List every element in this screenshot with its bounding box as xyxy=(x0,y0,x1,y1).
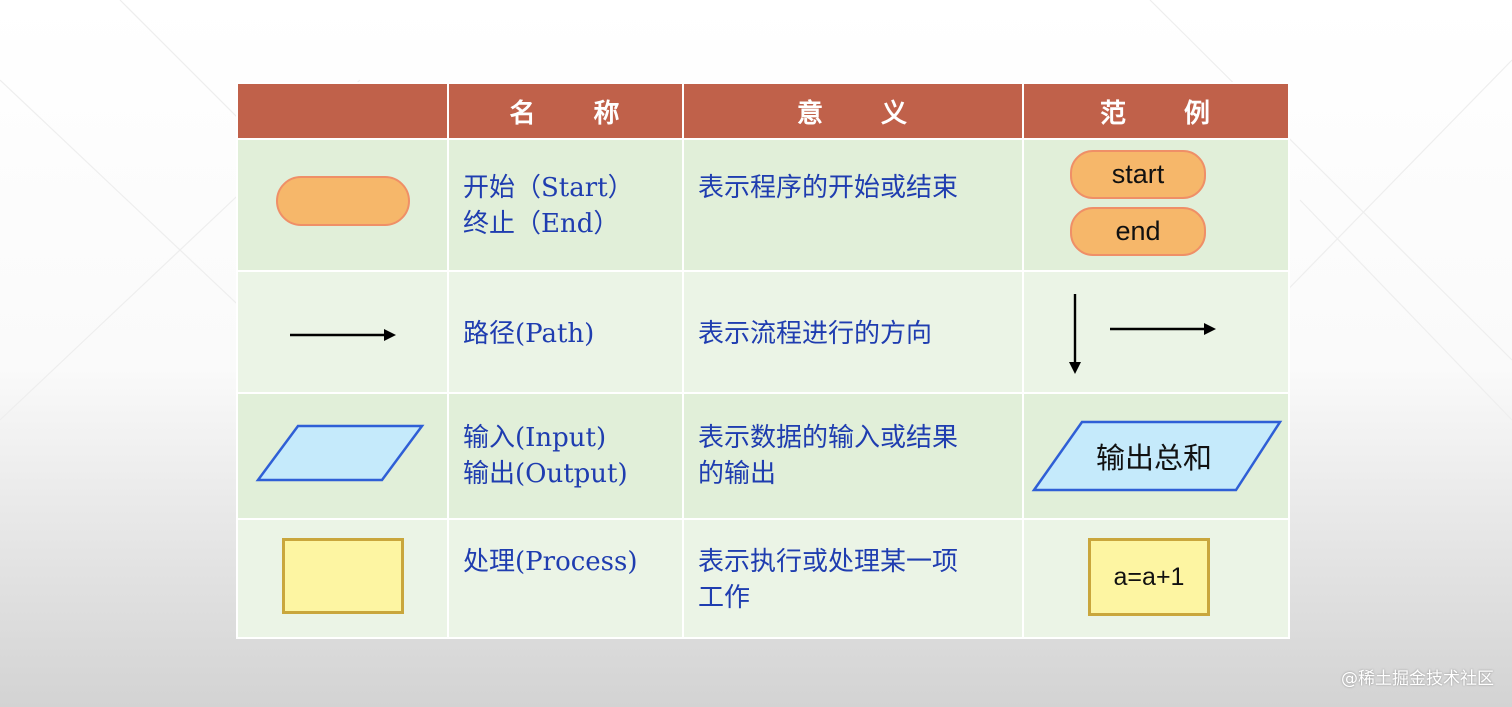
meaning-line: 的输出 xyxy=(698,459,777,489)
meaning-line: 表示程序的开始或结束 xyxy=(698,173,959,203)
header-symbol xyxy=(236,82,449,140)
symbol-legend-table: 名 称 意 义 范 例 开始（Start） 终止（End） xyxy=(236,82,1290,639)
name-line: 输出(Output) xyxy=(463,459,628,489)
name-line: 处理(Process) xyxy=(463,547,638,577)
name-cell: 处理(Process) xyxy=(447,518,684,639)
arrow-right-icon xyxy=(1110,323,1216,335)
example-io-parallelogram xyxy=(1031,420,1283,492)
symbol-cell xyxy=(236,392,449,520)
meaning-cell: 表示数据的输入或结果 的输出 xyxy=(682,392,1024,520)
example-io-label: 输出总和 xyxy=(1095,443,1212,475)
name-line: 终止（End） xyxy=(463,209,620,239)
example-cell: a=a+1 xyxy=(1022,518,1290,639)
table-row: 处理(Process) 表示执行或处理某一项 工作 a=a+1 xyxy=(236,518,1290,639)
example-start-terminator: start xyxy=(1070,150,1206,199)
meaning-cell: 表示程序的开始或结束 xyxy=(682,138,1024,272)
name-cell: 开始（Start） 终止（End） xyxy=(447,138,684,272)
meaning-line: 工作 xyxy=(698,583,751,613)
process-rectangle-symbol xyxy=(282,538,404,614)
arrow-down-icon xyxy=(1069,294,1081,374)
example-cell: 输出总和 xyxy=(1022,392,1290,520)
example-cell xyxy=(1022,270,1290,394)
header-meaning: 意 义 xyxy=(682,82,1024,140)
name-line: 输入(Input) xyxy=(463,423,607,453)
arrow-right-icon xyxy=(290,329,396,341)
example-process-rectangle: a=a+1 xyxy=(1088,538,1210,616)
header-name: 名 称 xyxy=(447,82,684,140)
meaning-cell: 表示执行或处理某一项 工作 xyxy=(682,518,1024,639)
table-row: 开始（Start） 终止（End） 表示程序的开始或结束 start end xyxy=(236,138,1290,272)
meaning-line: 表示数据的输入或结果 xyxy=(698,423,959,453)
symbol-cell xyxy=(236,518,449,639)
example-process-label: a=a+1 xyxy=(1113,562,1185,591)
header-example: 范 例 xyxy=(1022,82,1290,140)
terminator-symbol xyxy=(276,176,410,226)
watermark: @稀土掘金技术社区 xyxy=(1341,669,1494,689)
flowchart-symbol-table: 名 称 意 义 范 例 开始（Start） 终止（End） xyxy=(236,82,1290,639)
meaning-line: 表示执行或处理某一项 xyxy=(698,547,959,577)
name-cell: 输入(Input) 输出(Output) xyxy=(447,392,684,520)
example-end-terminator: end xyxy=(1070,207,1206,256)
name-line: 路径(Path) xyxy=(463,319,595,349)
symbol-cell xyxy=(236,270,449,394)
example-cell: start end xyxy=(1022,138,1290,272)
example-end-label: end xyxy=(1115,216,1161,246)
table-row: 输入(Input) 输出(Output) 表示数据的输入或结果 的输出 输 xyxy=(236,392,1290,520)
table-header-row: 名 称 意 义 范 例 xyxy=(236,82,1290,140)
example-start-label: start xyxy=(1111,159,1165,189)
symbol-cell xyxy=(236,138,449,272)
meaning-cell: 表示流程进行的方向 xyxy=(682,270,1024,394)
name-cell: 路径(Path) xyxy=(447,270,684,394)
table-row: 路径(Path) 表示流程进行的方向 xyxy=(236,270,1290,394)
io-parallelogram-symbol xyxy=(255,424,425,482)
name-line: 开始（Start） xyxy=(463,173,634,203)
meaning-line: 表示流程进行的方向 xyxy=(698,319,933,349)
